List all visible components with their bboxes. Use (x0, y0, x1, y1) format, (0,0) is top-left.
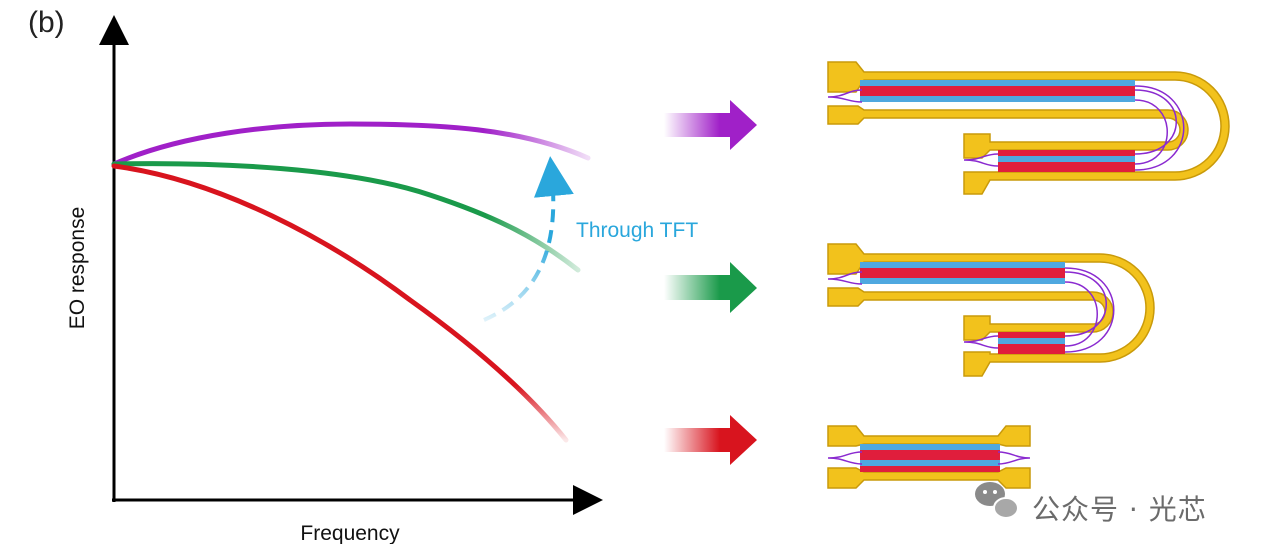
panel-label: (b) (28, 6, 65, 39)
red-curve (111, 163, 569, 443)
red-block-arrow (664, 415, 757, 465)
green-block-arrow (664, 262, 757, 313)
y-axis-label: EO response (66, 207, 89, 330)
tft-arrow (483, 156, 574, 322)
watermark-text: 公众号 · 光芯 (1032, 493, 1207, 526)
x-axis-label: Frequency (300, 522, 400, 544)
purple-curve (111, 121, 591, 167)
device-straight (827, 425, 1031, 489)
tft-annotation: Through TFT (576, 219, 698, 242)
purple-block-arrow (664, 100, 757, 150)
green-curve (111, 161, 581, 273)
device-single-folded (827, 243, 1155, 377)
wechat-icon (975, 482, 1019, 519)
device-double-folded (827, 61, 1230, 195)
